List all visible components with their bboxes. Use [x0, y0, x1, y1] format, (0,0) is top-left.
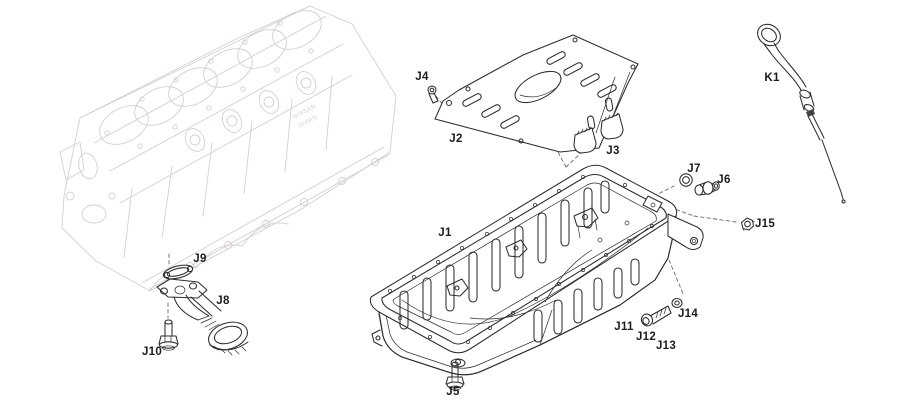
- part-label-J10[interactable]: J10: [141, 346, 163, 358]
- dipstick-loop: [757, 23, 781, 47]
- clips-j3[interactable]: [573, 112, 624, 154]
- plug-j6[interactable]: [694, 181, 720, 196]
- rib-slots-near: [533, 258, 640, 343]
- washer-j14[interactable]: [671, 297, 683, 309]
- part-label-J12[interactable]: J12: [635, 331, 657, 343]
- part-label-J14[interactable]: J14: [677, 308, 699, 320]
- part-label-J7[interactable]: J7: [687, 163, 701, 175]
- part-label-J6[interactable]: J6: [717, 174, 731, 186]
- washer-j7[interactable]: [679, 173, 693, 187]
- oil-pickup-j8[interactable]: [156, 278, 251, 356]
- engine-block-faded: NISSAN JAPAN: [59, 5, 397, 292]
- part-label-J8[interactable]: J8: [216, 295, 230, 307]
- dipstick-clip: [806, 109, 815, 117]
- pan-bracket: [642, 195, 704, 251]
- part-label-J13[interactable]: J13: [655, 340, 677, 352]
- bolt-j4[interactable]: [427, 85, 439, 104]
- part-label-K1[interactable]: K1: [764, 72, 780, 84]
- part-label-J5[interactable]: J5: [446, 386, 460, 398]
- head-bolt-holes: [104, 20, 314, 149]
- drain-bolt-j5[interactable]: [445, 361, 465, 391]
- baffle-slots-far: [399, 180, 610, 330]
- nut-j15[interactable]: [740, 217, 755, 231]
- part-label-J2[interactable]: J2: [449, 133, 463, 145]
- bearing-towers: [184, 71, 317, 152]
- pan-bosses: [446, 207, 630, 297]
- part-label-J11[interactable]: J11: [614, 321, 634, 333]
- part-label-J9[interactable]: J9: [193, 253, 207, 265]
- part-label-J4[interactable]: J4: [415, 71, 429, 83]
- bolt-j10[interactable]: [158, 319, 179, 351]
- part-label-J3[interactable]: J3: [606, 145, 620, 157]
- dipstick-k1[interactable]: [753, 20, 846, 204]
- gasket-j9[interactable]: [162, 263, 194, 282]
- oil-pan-j1[interactable]: [369, 164, 704, 376]
- part-label-J15[interactable]: J15: [754, 218, 776, 230]
- bolt-j11[interactable]: [639, 305, 672, 328]
- part-label-J1[interactable]: J1: [438, 227, 452, 239]
